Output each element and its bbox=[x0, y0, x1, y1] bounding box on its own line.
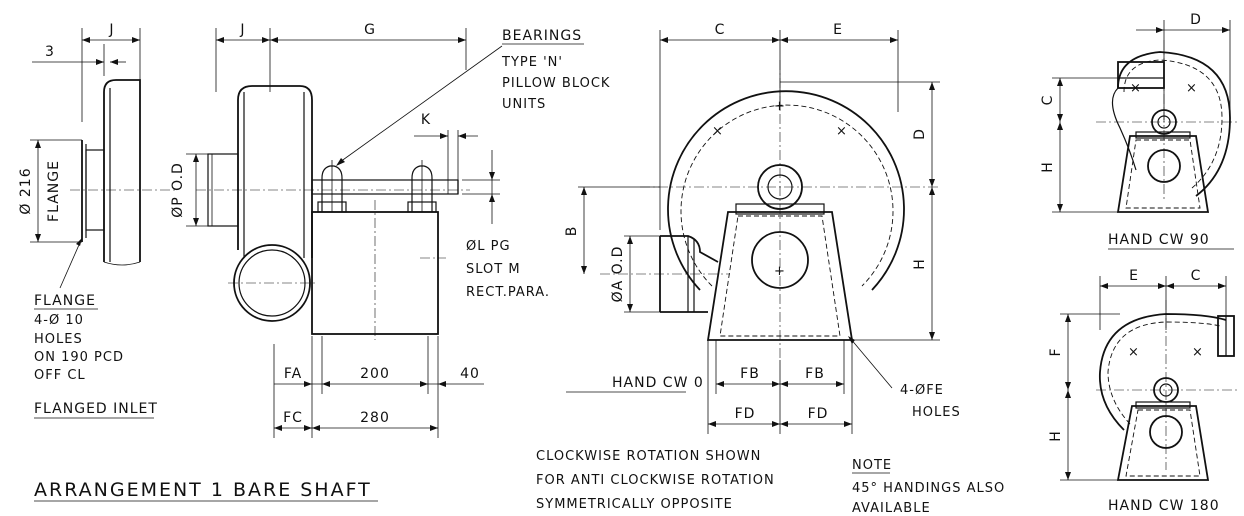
dim-c-front: C bbox=[715, 22, 726, 38]
handings-note: NOTE 45° HANDINGS ALSO AVAILABLE bbox=[852, 458, 1005, 516]
svg-text:×: × bbox=[1130, 81, 1142, 96]
arrangement-title: ARRANGEMENT 1 BARE SHAFT bbox=[34, 479, 372, 501]
holes-note: 4-ØFE HOLES bbox=[900, 383, 961, 420]
dim-flange-diameter: Ø 216 bbox=[18, 167, 34, 214]
dim-e-cw180: E bbox=[1129, 268, 1139, 284]
rotation-note: CLOCKWISE ROTATION SHOWN FOR ANTI CLOCKW… bbox=[536, 449, 775, 512]
dim-fb-right: FB bbox=[805, 366, 825, 382]
dim-a-od: ØA O.D bbox=[610, 246, 626, 303]
front-view-cw0: C E × × + + B ØA O.D bbox=[564, 22, 940, 434]
flange-line1: 4-Ø 10 bbox=[34, 313, 84, 328]
rotation-line3: SYMMETRICALLY OPPOSITE bbox=[536, 497, 733, 512]
holes-line2: HOLES bbox=[912, 405, 961, 420]
shaft-line2: SLOT M bbox=[466, 262, 521, 277]
dim-j-middle: J bbox=[239, 22, 245, 38]
dim-200: 200 bbox=[360, 366, 390, 382]
dim-d-front: D bbox=[912, 128, 928, 140]
dim-fc: FC bbox=[283, 410, 303, 426]
dim-c-cw90: C bbox=[1040, 95, 1056, 106]
svg-text:×: × bbox=[1186, 81, 1198, 96]
bearings-line1: TYPE 'N' bbox=[501, 55, 563, 70]
svg-text:+: + bbox=[774, 264, 786, 279]
flange-line2: HOLES bbox=[34, 332, 83, 347]
dim-fb-left: FB bbox=[740, 366, 760, 382]
dim-280: 280 bbox=[360, 410, 390, 426]
dim-j-left: J bbox=[108, 22, 114, 38]
flange-side-view: J 3 Ø 216 FLANGE bbox=[18, 22, 175, 289]
svg-text:×: × bbox=[836, 124, 848, 139]
flange-title: FLANGE bbox=[34, 293, 96, 309]
holes-line1: 4-ØFE bbox=[900, 383, 944, 398]
shaft-note: ØL PG SLOT M RECT.PARA. bbox=[466, 239, 550, 300]
dim-3: 3 bbox=[45, 44, 55, 60]
rotation-line1: CLOCKWISE ROTATION SHOWN bbox=[536, 449, 761, 464]
bearings-note: BEARINGS TYPE 'N' PILLOW BLOCK UNITS bbox=[501, 28, 610, 112]
dim-flange-word: FLANGE bbox=[46, 160, 62, 222]
dim-h-front: H bbox=[912, 258, 928, 270]
flange-line3: ON 190 PCD bbox=[34, 350, 124, 365]
dim-40: 40 bbox=[460, 366, 480, 382]
side-elevation-view: J G ØP O.D bbox=[170, 22, 503, 438]
dim-d-cw90: D bbox=[1190, 12, 1202, 28]
svg-text:×: × bbox=[712, 124, 724, 139]
rotation-line2: FOR ANTI CLOCKWISE ROTATION bbox=[536, 473, 775, 488]
svg-text:×: × bbox=[1128, 345, 1140, 360]
dim-fd-right: FD bbox=[808, 406, 829, 422]
dim-p-od: ØP O.D bbox=[170, 162, 186, 218]
dim-b: B bbox=[564, 226, 580, 237]
note-line2: AVAILABLE bbox=[852, 501, 931, 516]
view-cw90: D × × C H HAND CW 90 bbox=[1040, 12, 1240, 250]
note-title: NOTE bbox=[852, 458, 892, 473]
svg-text:×: × bbox=[1192, 345, 1204, 360]
dim-g: G bbox=[364, 22, 376, 38]
svg-text:+: + bbox=[774, 99, 786, 114]
dim-e-front: E bbox=[833, 22, 843, 38]
flange-notes: FLANGE 4-Ø 10 HOLES ON 190 PCD OFF CL FL… bbox=[34, 293, 158, 419]
flanged-inlet-label: FLANGED INLET bbox=[34, 401, 158, 417]
bearings-line3: UNITS bbox=[502, 97, 546, 112]
shaft-line3: RECT.PARA. bbox=[466, 285, 550, 300]
bearings-line2: PILLOW BLOCK bbox=[502, 76, 610, 91]
shaft-line1: ØL PG bbox=[466, 239, 511, 254]
dim-c-cw180: C bbox=[1191, 268, 1202, 284]
dim-fd-left: FD bbox=[735, 406, 756, 422]
view-label-cw0: HAND CW 0 bbox=[612, 375, 704, 391]
dim-fa: FA bbox=[284, 366, 302, 382]
note-line1: 45° HANDINGS ALSO bbox=[852, 481, 1005, 496]
dim-h-cw90: H bbox=[1040, 161, 1056, 173]
flange-line4: OFF CL bbox=[34, 368, 86, 383]
bearings-title: BEARINGS bbox=[502, 28, 582, 44]
view-label-cw180: HAND CW 180 bbox=[1108, 498, 1220, 514]
dim-h-cw180: H bbox=[1048, 430, 1064, 442]
view-label-cw90: HAND CW 90 bbox=[1108, 232, 1210, 248]
dim-f-cw180: F bbox=[1048, 347, 1064, 356]
dim-k: K bbox=[421, 112, 431, 128]
view-cw180: E C × × F H HAND CW 180 bbox=[1048, 268, 1240, 514]
